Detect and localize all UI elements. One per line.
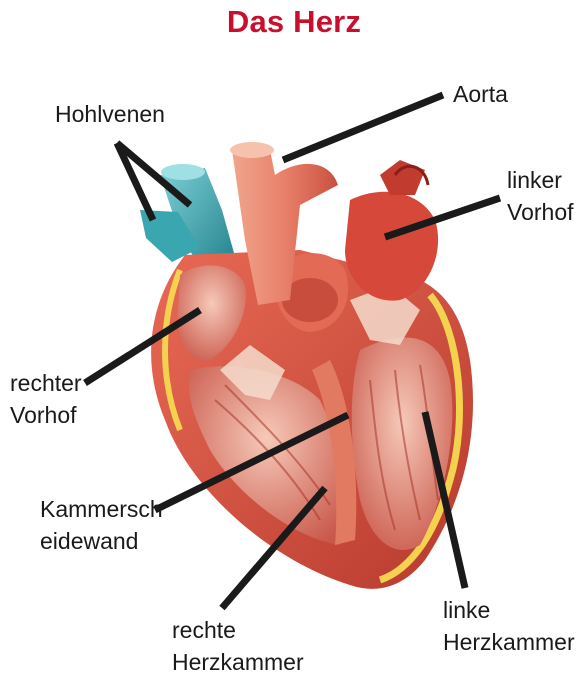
label-aorta: Aorta [453,78,508,110]
rechter-vorhof-leader [85,310,200,383]
label-rechter-vorhof: rechter Vorhof [10,367,82,431]
rechte-herzkammer-leader [222,488,325,608]
label-linker-vorhof: linker Vorhof [507,164,574,228]
label-hohlvenen: Hohlvenen [55,98,165,130]
linke-herzkammer-leader [425,412,465,588]
label-linke-herzkammer: linke Herzkammer [443,594,575,658]
label-kammerscheidewand: Kammersch eidewand [40,493,163,557]
label-rechte-herzkammer: rechte Herzkammer [172,614,304,678]
linker-vorhof-leader [385,198,500,237]
aorta-leader [283,95,443,160]
